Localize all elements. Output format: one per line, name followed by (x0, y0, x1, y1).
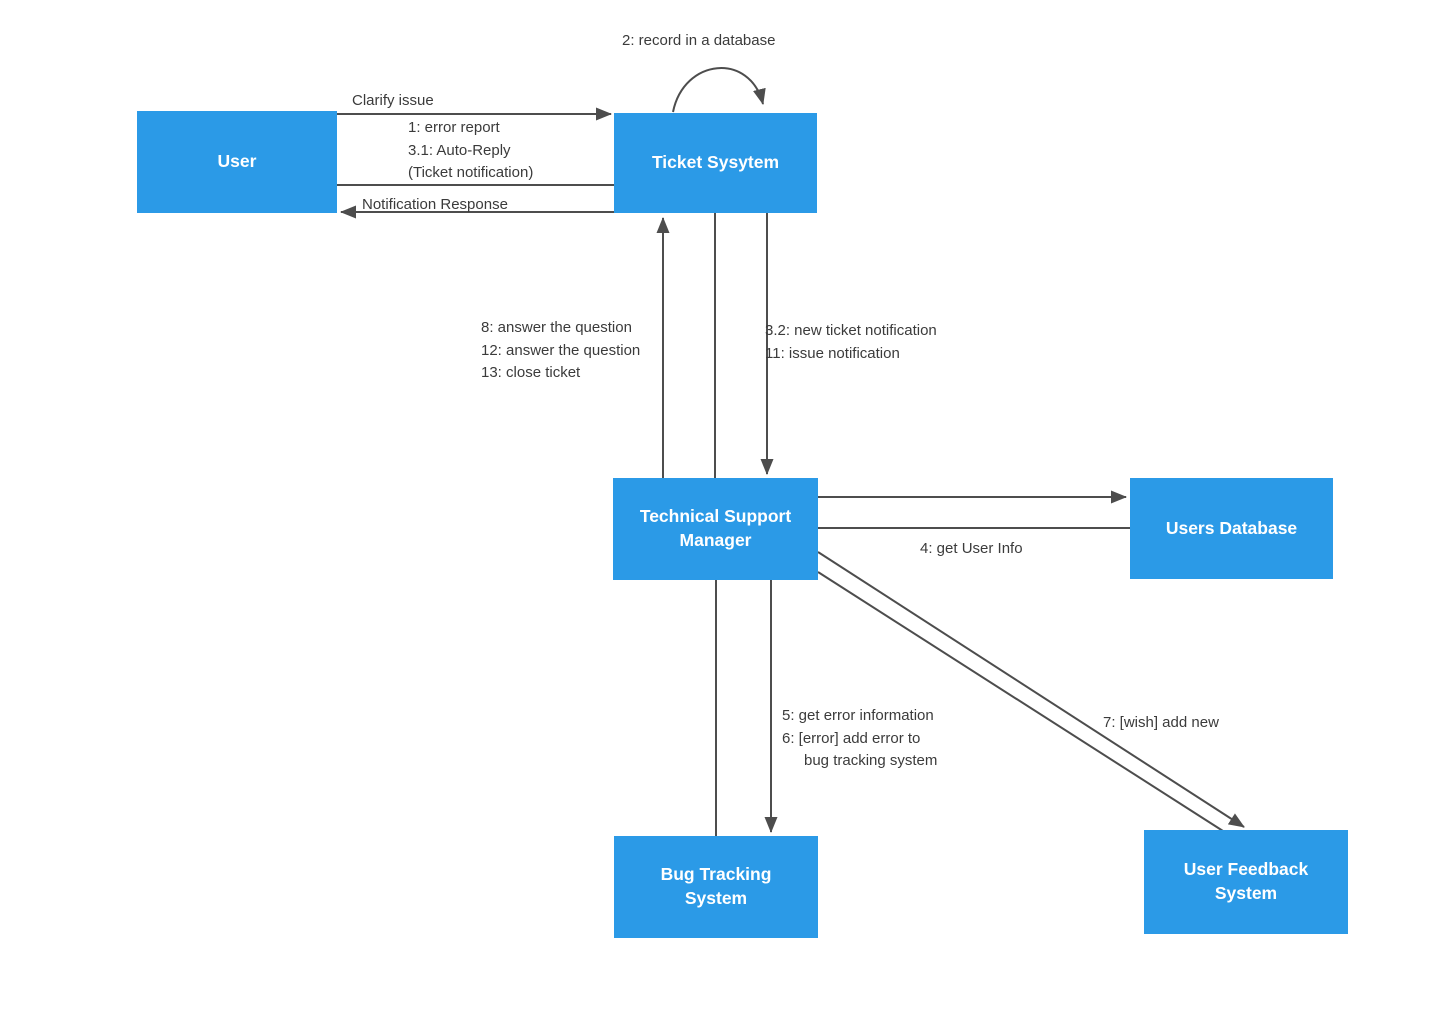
node-ticket-system-label: Ticket Sysytem (651, 152, 780, 173)
label-error-group: 5: get error information 6: [error] add … (782, 705, 937, 773)
node-users-database[interactable]: Users Database (1130, 478, 1333, 579)
label-issue-notification-11: 11: issue notification (765, 344, 900, 362)
connector-record-self-loop (672, 67, 766, 113)
node-user[interactable]: User (137, 111, 337, 213)
node-bug-tracking-system-label: Bug Tracking System (660, 864, 772, 908)
label-wish-add-new-7: 7: [wish] add new (1103, 714, 1219, 731)
label-notification-group: 3.2: new ticket notification 11: issue n… (765, 320, 937, 365)
label-get-error-information-5: 5: get error information (782, 707, 934, 724)
connector-ufs-return (817, 571, 1224, 832)
label-ticket-message-group: 1: error report 3.1: Auto-Reply (Ticket … (408, 117, 533, 185)
label-ticket-notification: (Ticket notification) (408, 164, 534, 181)
label-auto-reply: 3.1: Auto-Reply (408, 141, 511, 159)
node-bug-tracking-system[interactable]: Bug Tracking System (614, 836, 818, 938)
label-clarify-issue: Clarify issue (352, 92, 434, 109)
label-answer-group: 8: answer the question 12: answer the qu… (481, 317, 640, 385)
label-close-ticket-13: 13: close ticket (481, 364, 581, 381)
node-technical-support-manager[interactable]: Technical Support Manager (613, 478, 818, 580)
connector-wish-add-new (817, 551, 1245, 828)
label-answer-question-12: 12: answer the question (481, 341, 641, 359)
label-answer-question-8: 8: answer the question (481, 319, 632, 336)
node-ticket-system[interactable]: Ticket Sysytem (614, 113, 817, 213)
label-error-report: 1: error report (408, 119, 500, 136)
node-technical-support-manager-label: Technical Support Manager (639, 506, 792, 550)
label-add-error-6-line1: 6: [error] add error to (782, 729, 921, 747)
label-notification-response: Notification Response (362, 196, 508, 213)
label-new-ticket-notification-32: 3.2: new ticket notification (765, 322, 937, 339)
label-add-error-6-line2: bug tracking system (804, 752, 938, 769)
node-users-database-label: Users Database (1165, 517, 1298, 538)
node-user-label: User (217, 151, 257, 172)
node-user-feedback-system-label: User Feedback System (1183, 859, 1309, 903)
label-record-in-database: 2: record in a database (622, 32, 776, 49)
node-user-feedback-system[interactable]: User Feedback System (1144, 830, 1348, 934)
label-get-user-info-4: 4: get User Info (920, 540, 1023, 557)
